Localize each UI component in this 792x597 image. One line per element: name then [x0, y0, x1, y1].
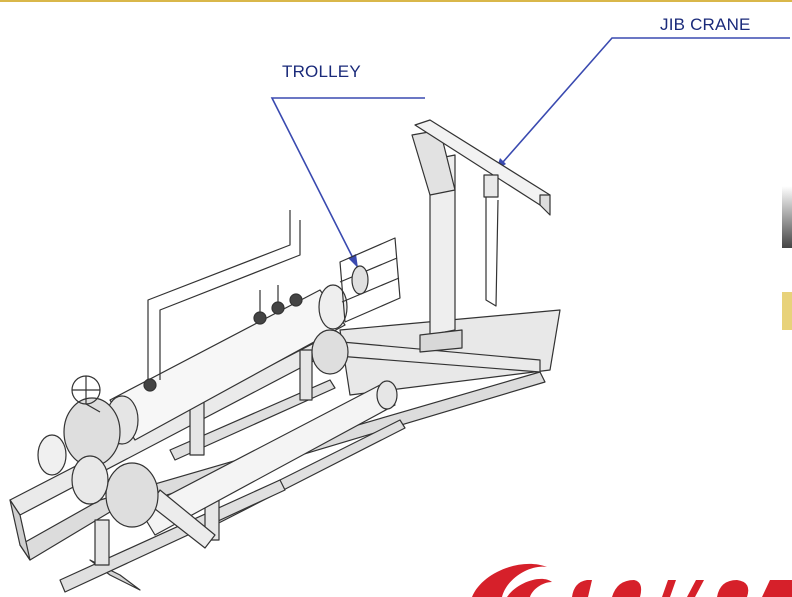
jib-base-plate: [419, 329, 463, 353]
tubing-line: [159, 220, 301, 380]
barrel-closure: [318, 284, 348, 330]
trolley-valve: [311, 329, 349, 375]
logo-lettering-fragment: [612, 580, 642, 597]
leader-lines: [270, 37, 790, 269]
logo-lettering-fragment: [572, 580, 592, 597]
company-logo: [472, 563, 792, 597]
jib-hoist: [483, 174, 499, 198]
side-gradient-tab: [782, 186, 792, 248]
tubing-line: [147, 210, 291, 380]
trolley-leader-line: [270, 97, 425, 269]
pipe-support: [299, 349, 313, 401]
pipe-end: [376, 380, 398, 410]
kicker-valve-flange: [71, 455, 109, 505]
logo-lettering-fragment: [662, 580, 676, 597]
pressure-gauge: [143, 378, 157, 392]
logo-lettering-fragment: [717, 580, 749, 597]
pressure-gauge: [289, 293, 303, 307]
trolley-rail: [341, 277, 400, 303]
jib-boom-end: [539, 194, 551, 216]
handwheel-stem: [85, 403, 101, 413]
frame-end: [9, 499, 31, 561]
logo-swoosh-icon: [507, 578, 552, 597]
bypass-pipe: [139, 384, 396, 536]
kicker-valve-body: [105, 462, 159, 528]
pressure-gauge: [253, 311, 267, 325]
skid-assembly: [9, 119, 561, 593]
pipe-support: [94, 519, 110, 566]
trolley-label: TROLLEY: [282, 62, 361, 81]
jib-crane-label: JIB CRANE: [660, 15, 751, 34]
pressure-gauge: [271, 301, 285, 315]
trolley-closure: [351, 265, 369, 295]
frame-cross-member: [169, 379, 336, 461]
top-accent-line: [0, 0, 792, 2]
trolley-rail: [339, 257, 398, 283]
side-yellow-tab: [782, 292, 792, 330]
jib-crane-leader-line: [495, 37, 790, 171]
logo-lettering-fragment: [687, 580, 704, 597]
hoist-chain: [485, 197, 499, 307]
main-valve-inlet: [37, 434, 67, 476]
logo-swoosh-icon: [472, 563, 547, 597]
logo-lettering-fragment: [762, 580, 792, 597]
